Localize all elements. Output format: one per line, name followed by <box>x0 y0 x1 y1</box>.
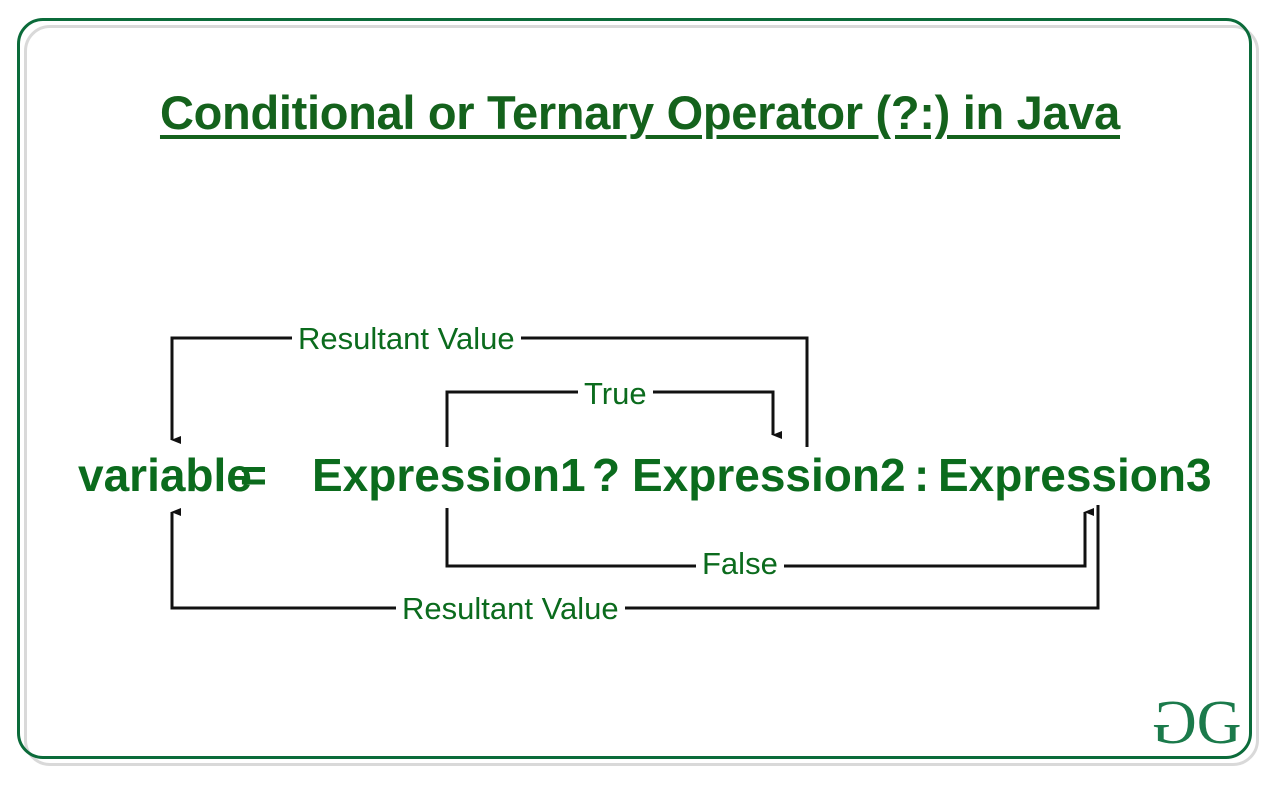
page-title: Conditional or Ternary Operator (?:) in … <box>159 86 1120 139</box>
label-bottom-resultant-value: Resultant Value <box>396 592 625 626</box>
slide-border-frame <box>17 18 1252 759</box>
logo-g: G <box>1196 689 1242 757</box>
expr-expression3: Expression3 <box>938 449 1212 501</box>
expr-question-mark-operator: ? <box>592 449 621 501</box>
geeksforgeeks-logo-icon: GG <box>1158 689 1254 757</box>
label-top-resultant-value: Resultant Value <box>292 322 521 356</box>
expr-assignment-operator: = <box>240 449 267 501</box>
frame-shadow <box>24 25 1259 766</box>
expr-variable: variable <box>78 449 252 501</box>
expr-expression2: Expression2 <box>632 449 906 501</box>
logo-mirrored-g: G <box>1158 689 1197 757</box>
expr-colon-operator: : <box>914 449 930 501</box>
expr-expression1: Expression1 <box>312 449 586 501</box>
label-false: False <box>696 547 784 581</box>
label-true: True <box>578 377 653 411</box>
